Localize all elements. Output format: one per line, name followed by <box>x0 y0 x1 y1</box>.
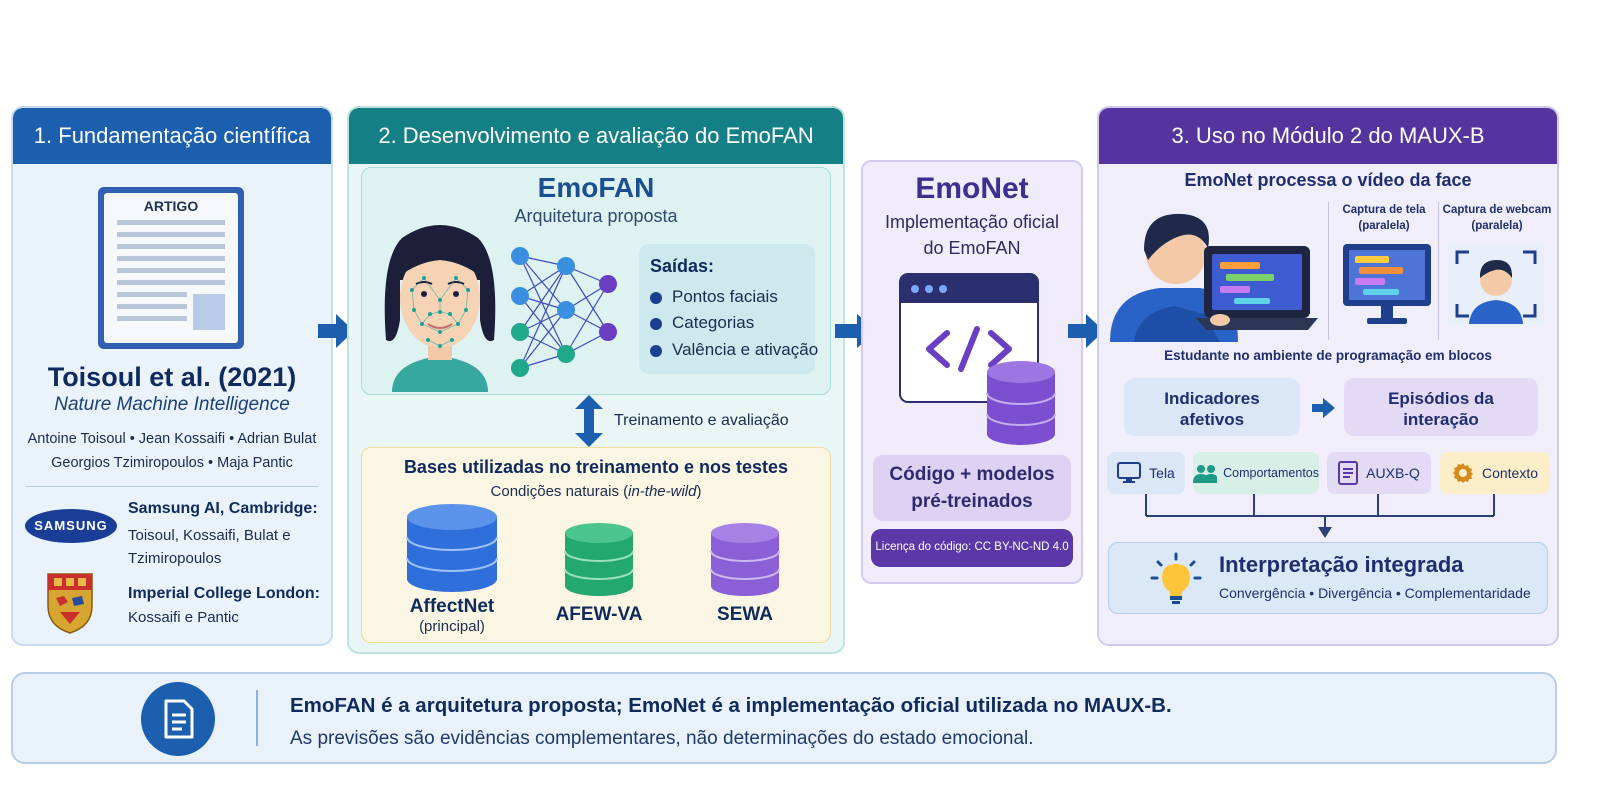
output-item: Categorias <box>672 313 755 332</box>
dataset-name: AffectNet <box>409 596 495 617</box>
episodes-line1: Episódios da <box>1388 389 1494 408</box>
emonet-title: EmoNet <box>915 172 1029 205</box>
journal-name: Nature Machine Intelligence <box>54 394 290 415</box>
people-icon <box>1193 465 1218 483</box>
gear-icon <box>1452 463 1473 483</box>
emofan-subtitle: Arquitetura proposta <box>514 206 678 226</box>
footer-divider <box>256 690 258 746</box>
divider-vertical <box>1438 202 1439 340</box>
training-label: Treinamento e avaliação <box>614 412 789 429</box>
dataset-name: AFEW-VA <box>555 604 643 625</box>
document-icon <box>140 681 216 757</box>
outputs-title: Saídas: <box>650 256 715 276</box>
source-contexto: Contexto <box>1440 452 1550 494</box>
integrated-interpretation-box <box>1108 542 1548 614</box>
citation-title: Toisoul et al. (2021) <box>47 362 297 392</box>
output-item: Pontos faciais <box>672 287 778 306</box>
database-afew-va-icon <box>563 522 635 598</box>
divider <box>26 486 318 487</box>
article-label: ARTIGO <box>143 198 199 214</box>
source-comportamentos: Comportamentos <box>1193 452 1319 494</box>
webcam-capture-label-line2: (paralela) <box>1471 220 1523 232</box>
source-label: Contexto <box>1481 465 1539 481</box>
output-bullet-icon <box>650 292 662 304</box>
dataset-name: SEWA <box>717 604 773 625</box>
samsung-logo <box>24 508 118 544</box>
neural-network-icon <box>508 240 628 380</box>
arrow-right-icon <box>1310 397 1336 419</box>
datasets-subtitle-pre: Condições naturais ( <box>490 483 629 500</box>
dataset-note: (principal) <box>419 618 485 635</box>
process-title: EmoNet processa o vídeo da face <box>1184 170 1472 190</box>
screen-capture-label-line2: (paralela) <box>1358 220 1410 232</box>
episodes-line2: interação <box>1403 410 1479 429</box>
license-text: Licença do código: CC BY-NC-ND 4.0 <box>875 541 1069 553</box>
output-bullet-icon <box>650 318 662 330</box>
datasets-subtitle-em: in-the-wild <box>628 483 697 500</box>
samsung-affiliation-names: Toisoul, Kossaifi, Bulat e Tzimiropoulos <box>128 527 291 567</box>
arrow-right-icon <box>1066 311 1106 351</box>
panel3-header: 3. Uso no Módulo 2 do MAUX-B <box>1099 108 1557 164</box>
imperial-affiliation-names: Kossaifi e Pantic <box>128 609 239 626</box>
monitor-icon <box>1117 462 1142 483</box>
database-sewa-icon <box>709 522 781 598</box>
interaction-episodes-box <box>1344 378 1538 436</box>
source-label: AUXB-Q <box>1366 465 1420 481</box>
database-icon <box>985 360 1057 448</box>
arrow-right-icon <box>316 311 356 351</box>
code-models-box <box>873 455 1071 521</box>
license-badge <box>871 529 1073 567</box>
code-models-line2: pré-treinados <box>911 491 1033 512</box>
article-document-icon <box>97 186 245 350</box>
webcam-capture-icon <box>1447 242 1545 326</box>
samsung-logo-text: SAMSUNG <box>34 518 108 533</box>
datasets-subtitle: Condições naturais (in-the-wild) <box>361 483 831 500</box>
emofan-title: EmoFAN <box>537 172 655 203</box>
integrated-title: Interpretação integrada <box>1219 552 1464 577</box>
imperial-crest-icon <box>46 572 94 634</box>
emonet-subtitle-line1: Implementação oficial <box>884 212 1060 232</box>
affective-indicators-box <box>1124 378 1300 436</box>
face-landmarks-illustration <box>372 220 508 392</box>
output-bullet-icon <box>650 345 662 357</box>
divider-vertical <box>1328 202 1329 340</box>
footer-line2: As previsões são evidências complementar… <box>290 728 1034 749</box>
footer-line1: EmoFAN é a arquitetura proposta; EmoNet … <box>290 694 1172 717</box>
footer-note <box>11 672 1557 764</box>
source-label: Comportamentos <box>1223 466 1319 480</box>
student-caption: Estudante no ambiente de programação em … <box>1164 348 1492 363</box>
datasets-subtitle-post: ) <box>696 483 702 500</box>
panel1-header: 1. Fundamentação científica <box>13 108 331 164</box>
source-tela: Tela <box>1107 452 1185 494</box>
document-icon <box>1338 461 1359 485</box>
samsung-affiliation-title: Samsung AI, Cambridge: <box>128 500 318 517</box>
database-affectnet-icon <box>405 503 499 595</box>
output-item: Valência e ativação <box>672 340 819 359</box>
authors-line-2: Georgios Tzimiropoulos • Maja Pantic <box>51 455 293 471</box>
outputs-box <box>639 244 815 374</box>
datasets-title: Bases utilizadas no treinamento e nos te… <box>403 457 789 477</box>
imperial-affiliation-title: Imperial College London: <box>128 585 321 602</box>
webcam-capture-label-line1: Captura de webcam <box>1442 204 1552 216</box>
source-auxb-q: AUXB-Q <box>1327 452 1431 494</box>
emonet-subtitle-line2: do EmoFAN <box>923 238 1021 258</box>
indicators-line2: afetivos <box>1179 410 1245 429</box>
merge-connector <box>1100 494 1556 544</box>
code-models-line1: Código + modelos <box>889 464 1055 485</box>
panel2-header: 2. Desenvolvimento e avaliação do EmoFAN <box>349 108 843 164</box>
indicators-line1: Indicadores <box>1164 389 1260 408</box>
screen-capture-label-line1: Captura de tela <box>1342 204 1426 216</box>
integrated-subtitle: Convergência • Divergência • Complementa… <box>1219 585 1531 601</box>
authors-line-1: Antoine Toisoul • Jean Kossaifi • Adrian… <box>27 431 317 447</box>
lightbulb-icon <box>1150 552 1202 606</box>
double-arrow-vertical-icon <box>574 395 604 447</box>
student-at-laptop-illustration <box>1104 202 1322 342</box>
monitor-capture-icon <box>1341 242 1433 326</box>
source-label: Tela <box>1149 465 1175 481</box>
